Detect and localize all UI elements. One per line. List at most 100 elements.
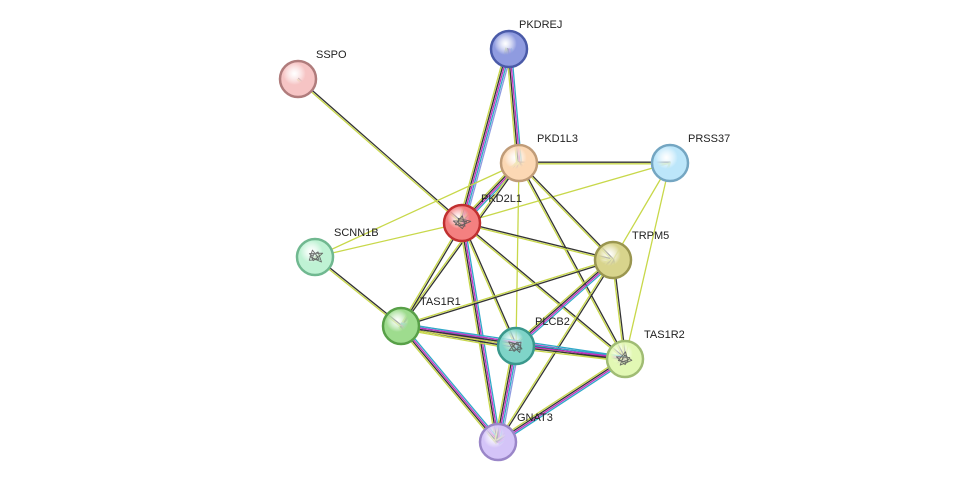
edge-line-textmining [496,356,625,441]
edge-TRPM5-PLCB2[interactable] [513,257,616,349]
node-circle [442,203,482,243]
edge-PKD2L1-GNAT3[interactable] [458,221,502,444]
edge-line-textmining [461,223,614,262]
edge-line-textmining [399,161,519,327]
node-pkd1l3[interactable]: PKD1L3 [499,133,578,183]
edge-line-textmining [296,78,463,225]
edge-line-textmining [460,222,516,347]
edge-TAS1R2-GNAT3[interactable] [496,356,627,445]
node-circle [499,143,539,183]
edge-PKD1L3-TAS1R2[interactable] [517,161,627,361]
node-label: PRSS37 [688,133,730,145]
edge-line-coexpression [401,222,464,328]
node-label: GNAT3 [517,412,553,424]
edge-line-textmining [460,222,626,361]
edge-line-experiment [400,324,500,443]
node-circle [489,29,529,69]
edge-line-coexpression [460,222,498,443]
protein-structure-icon [452,215,472,230]
edge-PKD2L1-PLCB2[interactable] [460,222,518,347]
edge-line-coexpression [297,77,464,224]
protein-structure-icon [308,249,324,263]
edge-line-textmining [624,162,671,360]
edge-line-textmining [400,258,614,326]
edge-line-coexpression [518,161,615,261]
edge-line-textmining [461,162,671,224]
node-trpm5[interactable]: TRPM5 [593,230,669,280]
edge-SSPO-PKD2L1[interactable] [296,77,464,225]
edge-line-database [516,261,616,349]
edge-PKD1L3-PRSS37[interactable] [518,161,671,165]
node-sspo[interactable]: SSPO [278,49,347,99]
node-prss37[interactable]: PRSS37 [650,133,730,183]
edge-PKD2L1-SCNN1B[interactable] [314,222,463,258]
node-circle [593,240,633,280]
protein-structure-icon [615,351,633,366]
node-circle [478,422,518,462]
node-circle [496,326,536,366]
edge-line-coexpression [461,221,627,360]
edge-line-textmining [517,162,614,262]
node-label: SSPO [316,49,347,61]
node-circle [381,306,421,346]
node-plcb2[interactable]: PLCB2 [496,316,570,366]
node-label: PKDREJ [519,19,562,31]
node-circle [278,59,318,99]
node-pkd2l1[interactable]: PKD2L1 [442,193,522,243]
edge-PRSS37-TAS1R2[interactable] [624,162,671,360]
node-pkdrej[interactable]: PKDREJ [489,19,562,69]
edge-line-coexpression [461,221,614,260]
edge-line-experiment [515,259,615,348]
node-label: PLCB2 [535,316,570,328]
edge-line-database [402,323,501,442]
node-label: TAS1R1 [420,296,461,308]
edge-PKD1L3-SCNN1B[interactable] [314,162,520,258]
node-circle [605,339,645,379]
edge-line-coexpression [496,357,626,442]
edge-line-textmining [458,47,507,223]
edge-PKD1L3-TAS1R1[interactable] [399,161,521,328]
edge-line-textmining [398,326,497,445]
edge-line-textmining [513,257,613,345]
node-gnat3[interactable]: GNAT3 [478,412,553,462]
node-label: SCNN1B [334,227,379,239]
edge-line-coexpression [514,258,614,347]
edge-PKD2L1-TAS1R1[interactable] [399,221,464,328]
edge-line-database [498,360,627,445]
edge-line-textmining [399,221,462,327]
edge-line-coexpression [399,325,499,444]
edge-line-textmining [517,162,625,361]
edge-PKD2L1-TAS1R2[interactable] [460,221,627,361]
edge-line-homology [464,49,513,225]
node-label: PKD1L3 [537,133,578,145]
node-tas1r1[interactable]: TAS1R1 [381,296,461,346]
edge-TAS1R1-GNAT3[interactable] [398,323,501,445]
edge-PKDREJ-PKD2L1[interactable] [458,47,513,225]
edge-PKD1L3-PLCB2[interactable] [515,162,520,347]
node-tas1r2[interactable]: TAS1R2 [605,329,685,379]
edge-line-coexpression [400,260,614,328]
node-scnn1b[interactable]: SCNN1B [295,227,379,277]
edge-line-coexpression [462,222,518,347]
edge-line-coexpression [519,161,627,360]
edge-PKD2L1-PRSS37[interactable] [461,162,671,224]
node-label: TRPM5 [632,230,669,242]
edge-TRPM5-TAS1R1[interactable] [400,258,614,328]
node-circle [295,237,335,277]
edge-line-coexpression [400,162,521,328]
edge-PKD2L1-TRPM5[interactable] [461,221,614,262]
edge-line-textmining [314,222,463,258]
node-label: TAS1R2 [644,329,685,341]
edge-line-experiment [497,359,627,444]
edge-line-coexpression [459,47,509,224]
edge-line-textmining [314,162,520,258]
edge-line-experiment [462,222,500,443]
protein-structure-icon [508,341,523,353]
edge-PKD1L3-TRPM5[interactable] [517,161,615,262]
edge-line-textmining [515,162,520,347]
edge-line-database [463,221,502,443]
edge-line-textmining [458,222,497,444]
node-circle [650,143,690,183]
